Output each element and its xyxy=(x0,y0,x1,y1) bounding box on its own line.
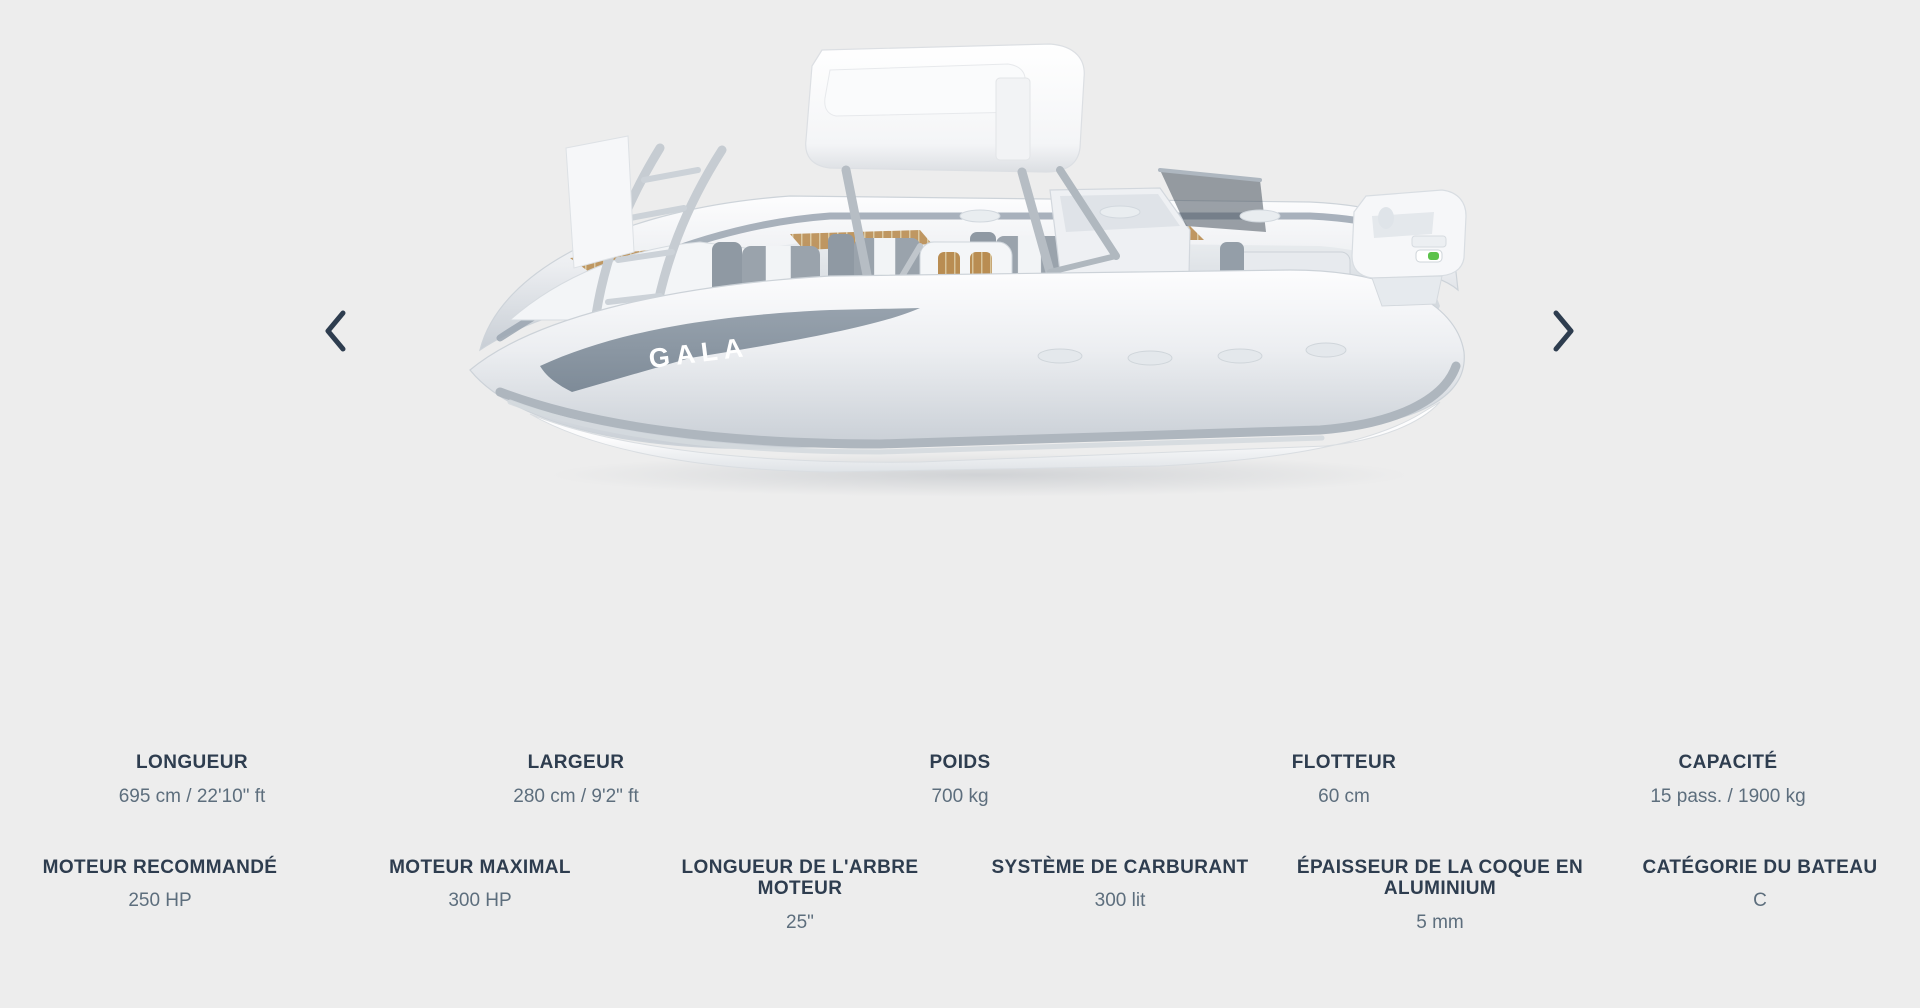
spec-row-primary: LONGUEUR 695 cm / 22'10" ft LARGEUR 280 … xyxy=(0,752,1920,809)
spec-value: 25" xyxy=(786,912,814,934)
spec-value: 60 cm xyxy=(1318,785,1370,807)
spec-label: CATÉGORIE DU BATEAU xyxy=(1642,856,1878,878)
specifications-section: LONGUEUR 695 cm / 22'10" ft LARGEUR 280 … xyxy=(0,752,1920,935)
spec-longueur-arbre-moteur: LONGUEUR DE L'ARBRE MOTEUR 25" xyxy=(640,857,960,935)
spec-label: SYSTÈME DE CARBURANT xyxy=(991,856,1249,878)
spec-label: MOTEUR RECOMMANDÉ xyxy=(42,856,278,878)
outboard-engine xyxy=(1351,189,1467,307)
spec-value: 300 HP xyxy=(448,890,512,912)
spec-label: CAPACITÉ xyxy=(1678,752,1778,773)
spec-flotteur: FLOTTEUR 60 cm xyxy=(1152,752,1536,809)
spec-categorie-bateau: CATÉGORIE DU BATEAU C xyxy=(1600,857,1920,914)
spec-label: MOTEUR MAXIMAL xyxy=(389,856,571,878)
spec-value: 300 lit xyxy=(1094,890,1146,912)
spec-label: FLOTTEUR xyxy=(1291,752,1397,773)
spec-value: 15 pass. / 1900 kg xyxy=(1650,785,1806,807)
engine-status-indicator xyxy=(1428,252,1439,260)
spec-value: 695 cm / 22'10" ft xyxy=(118,785,266,807)
product-gallery: GALA xyxy=(300,20,1598,520)
chevron-left-icon xyxy=(322,309,348,353)
spec-value: 250 HP xyxy=(128,890,192,912)
spec-value: 700 kg xyxy=(931,785,989,807)
spec-value: C xyxy=(1753,890,1767,912)
spec-systeme-carburant: SYSTÈME DE CARBURANT 300 lit xyxy=(960,857,1280,914)
gallery-next-button[interactable] xyxy=(1528,296,1598,366)
spec-largeur: LARGEUR 280 cm / 9'2" ft xyxy=(384,752,768,809)
boat-illustration: GALA xyxy=(469,43,1467,497)
spec-capacite: CAPACITÉ 15 pass. / 1900 kg xyxy=(1536,752,1920,809)
spec-row-secondary: MOTEUR RECOMMANDÉ 250 HP MOTEUR MAXIMAL … xyxy=(0,857,1920,935)
chevron-right-icon xyxy=(1550,309,1576,353)
spec-longueur: LONGUEUR 695 cm / 22'10" ft xyxy=(0,752,384,809)
spec-moteur-recommande: MOTEUR RECOMMANDÉ 250 HP xyxy=(0,857,320,914)
spec-label: LONGUEUR DE L'ARBRE MOTEUR xyxy=(681,856,919,900)
spec-label: LONGUEUR xyxy=(136,752,248,773)
spec-poids: POIDS 700 kg xyxy=(768,752,1152,809)
spec-value: 5 mm xyxy=(1416,912,1464,934)
spec-label: POIDS xyxy=(929,752,991,773)
gallery-prev-button[interactable] xyxy=(300,296,370,366)
spec-label: LARGEUR xyxy=(527,752,625,773)
spec-moteur-maximal: MOTEUR MAXIMAL 300 HP xyxy=(320,857,640,914)
spec-epaisseur-coque: ÉPAISSEUR DE LA COQUE EN ALUMINIUM 5 mm xyxy=(1280,857,1600,935)
spec-value: 280 cm / 9'2" ft xyxy=(513,785,639,807)
product-image[interactable]: GALA xyxy=(360,20,1560,520)
spec-label: ÉPAISSEUR DE LA COQUE EN ALUMINIUM xyxy=(1296,856,1584,900)
